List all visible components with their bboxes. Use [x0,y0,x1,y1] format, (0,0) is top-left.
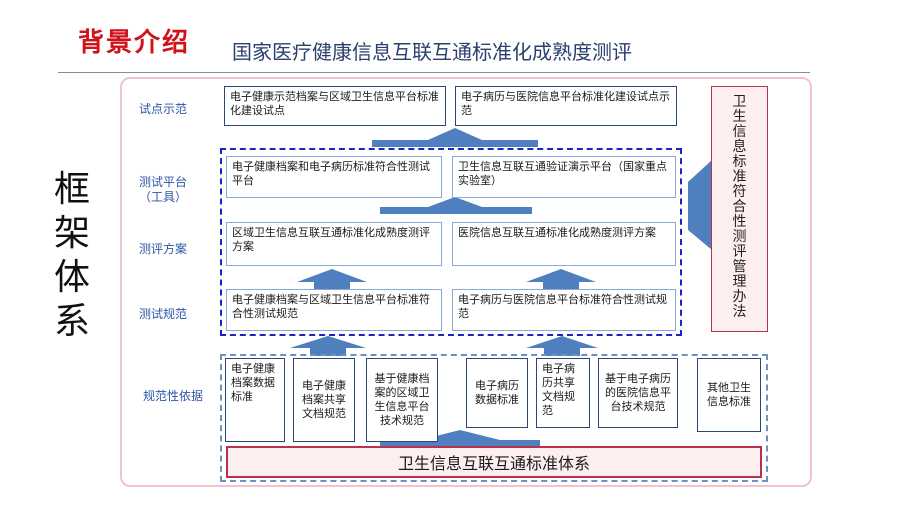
header-divider [58,72,810,73]
pilot-box-left: 电子健康示范档案与区域卫生信息平台标准化建设试点 [224,86,446,126]
basis-box-2: 电子健康档案共享文档规范 [293,358,355,442]
row-label-platform: 测试平台 [138,175,187,189]
platform-box-right: 卫生信息互联互通验证演示平台（国家重点实验室） [452,156,676,198]
basis-group-frame [220,354,768,482]
arrow-up-icon [544,348,580,356]
page-title: 背景介绍 [78,28,191,58]
page-subtitle: 国家医疗健康信息互联互通标准化成熟度测评 [232,40,632,64]
arrow-up-icon [290,336,366,348]
framework-frame [120,77,812,487]
arrow-up-icon [380,207,532,214]
basis-box-7: 其他卫生信息标准 [697,358,761,432]
arrow-up-icon [526,269,596,282]
row-label-plan: 测评方案 [138,242,187,256]
testing-group-frame [220,148,682,336]
arrow-up-icon [372,140,538,147]
basis-box-6: 基于电子病历的医院信息平台技术规范 [598,358,678,428]
basis-box-4: 电子病历数据标准 [466,358,528,428]
arrow-up-icon [420,430,500,440]
platform-box-left: 电子健康档案和电子病历标准符合性测试平台 [226,156,442,198]
arrow-left-icon [688,160,712,250]
row-label-basis: 规范性依据 [142,389,203,403]
row-label-pilot: 试点示范 [138,102,187,116]
foundation-box: 卫生信息互联互通标准体系 [226,446,762,478]
spec-box-right: 电子病历与医院信息平台标准符合性测试规范 [452,289,676,331]
arrow-up-icon [380,440,540,447]
row-label-platform-sub: （工具） [138,190,187,204]
arrow-up-icon [428,197,482,207]
basis-box-5: 电子病历共享文档规范 [536,358,590,428]
management-label: 卫生信息标准符合性测评管理办法 [732,94,747,320]
pilot-box-right: 电子病历与医院信息平台标准化建设试点示范 [455,86,677,126]
arrow-up-icon [310,348,346,356]
plan-box-left: 区域卫生信息互联互通标准化成熟度测评方案 [226,222,442,266]
row-label-spec: 测试规范 [138,307,187,321]
basis-box-3: 基于健康档案的区域卫生信息平台技术规范 [366,358,438,442]
basis-box-1: 电子健康档案数据标准 [225,358,285,442]
arrow-up-icon [314,282,350,289]
management-box: 卫生信息标准符合性测评管理办法 [711,86,768,332]
plan-box-right: 医院信息互联互通标准化成熟度测评方案 [452,222,676,266]
arrow-up-icon [428,128,482,140]
arrow-up-icon [297,269,367,282]
arrow-up-icon [543,282,579,289]
side-title: 框架体系 [53,169,90,342]
arrow-up-icon [526,336,598,348]
spec-box-left: 电子健康档案与区域卫生信息平台标准符合性测试规范 [226,289,442,331]
